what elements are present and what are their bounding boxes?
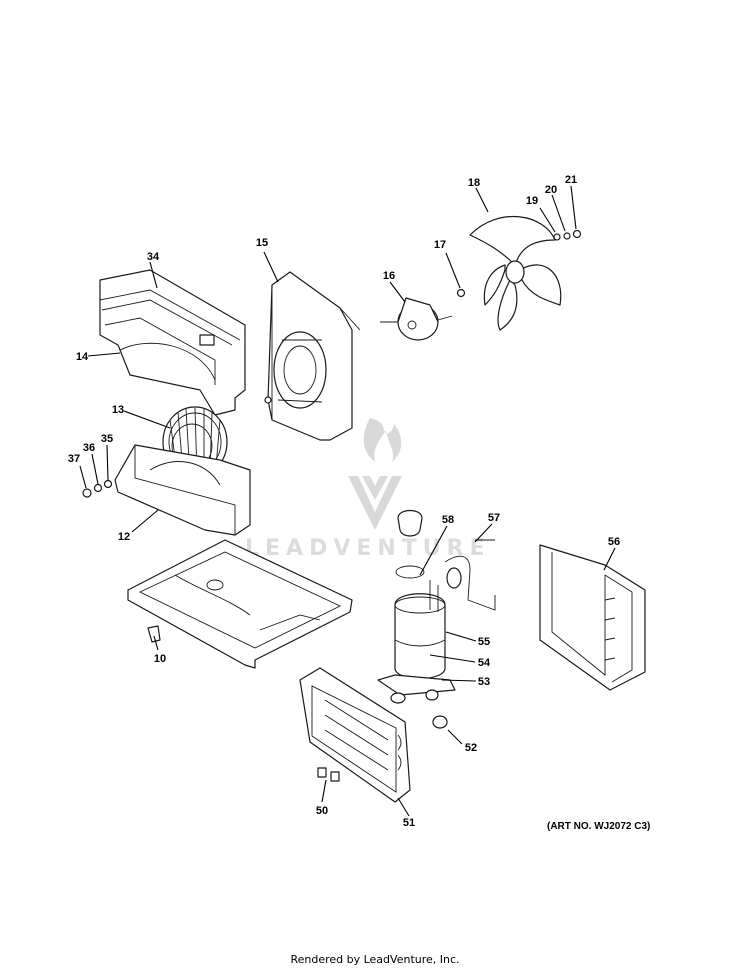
part-34-air-duct-housing[interactable] <box>99 269 246 416</box>
callout-50[interactable]: 50 <box>316 805 328 817</box>
callout-15[interactable]: 15 <box>256 237 268 249</box>
callout-36[interactable]: 36 <box>83 442 95 454</box>
callout-37[interactable]: 37 <box>68 453 80 465</box>
parts-35-37-hardware[interactable] <box>82 396 272 498</box>
callout-58[interactable]: 58 <box>442 514 454 526</box>
parts-52-53-grommets[interactable] <box>377 674 456 729</box>
part-54-compressor[interactable] <box>394 593 446 679</box>
rendered-by-footer: Rendered by LeadVenture, Inc. <box>290 953 460 966</box>
parts-19-21-hardware[interactable] <box>553 229 582 241</box>
callout-leaders <box>79 185 616 817</box>
callout-57[interactable]: 57 <box>488 512 500 524</box>
part-18-fan-blade[interactable] <box>469 215 562 331</box>
callout-13[interactable]: 13 <box>112 404 124 416</box>
callout-52[interactable]: 52 <box>465 742 477 754</box>
part-12-blower-scroll[interactable] <box>114 444 251 536</box>
callout-19[interactable]: 19 <box>526 195 538 207</box>
callout-20[interactable]: 20 <box>545 184 557 196</box>
part-58-accumulator-fitting[interactable] <box>395 509 425 579</box>
leadventure-watermark-logo: LEADVENTURE <box>245 418 491 561</box>
callout-16[interactable]: 16 <box>383 270 395 282</box>
callout-35[interactable]: 35 <box>101 433 113 445</box>
base-pan[interactable] <box>127 539 353 669</box>
part-50-brackets[interactable] <box>317 767 340 782</box>
art-number: (ART NO. WJ2072 C3) <box>547 821 651 832</box>
callout-55[interactable]: 55 <box>478 636 490 648</box>
callout-34[interactable]: 34 <box>147 251 160 263</box>
part-10-clip[interactable] <box>147 625 161 643</box>
callout-56[interactable]: 56 <box>608 536 620 548</box>
callout-10[interactable]: 10 <box>154 653 166 665</box>
callout-14[interactable]: 14 <box>76 351 89 363</box>
part-51-evaporator-coil[interactable] <box>299 667 411 803</box>
callout-18[interactable]: 18 <box>468 177 480 189</box>
callout-51[interactable]: 51 <box>403 817 415 829</box>
callout-54[interactable]: 54 <box>478 657 491 669</box>
part-17-nut[interactable] <box>456 288 466 298</box>
part-15-fan-shroud[interactable] <box>267 271 361 441</box>
callout-labels: 34 14 13 12 10 15 16 17 18 19 20 21 37 3… <box>68 174 620 829</box>
callout-53[interactable]: 53 <box>478 676 490 688</box>
part-57-tubing[interactable] <box>429 539 496 612</box>
callout-12[interactable]: 12 <box>118 531 130 543</box>
watermark-text: LEADVENTURE <box>245 536 491 561</box>
part-16-fan-motor[interactable] <box>380 297 453 341</box>
callout-17[interactable]: 17 <box>434 239 446 251</box>
callout-21[interactable]: 21 <box>565 174 577 186</box>
part-56-condenser-coil[interactable] <box>539 544 646 691</box>
